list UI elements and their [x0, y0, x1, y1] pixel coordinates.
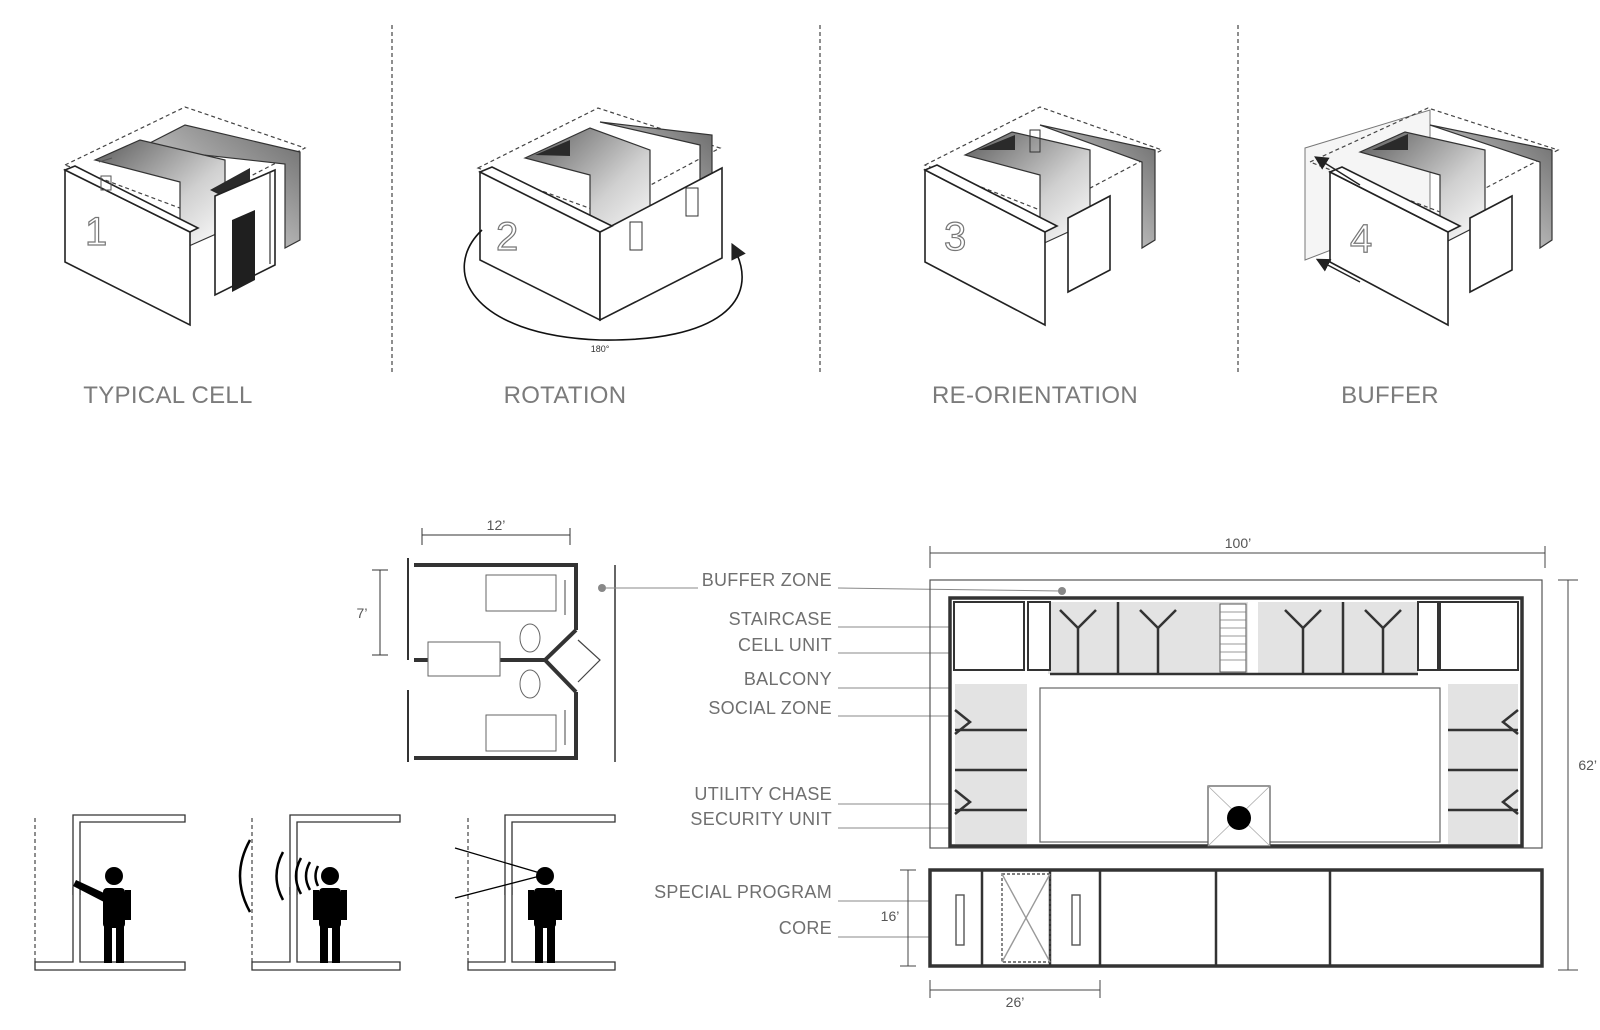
- core-width-label: 26’: [1006, 994, 1025, 1010]
- callout-security-unit: SECURITY UNIT: [690, 809, 832, 829]
- callout-staircase: STAIRCASE: [729, 609, 832, 629]
- study-reach: [34, 814, 186, 971]
- callout-buffer-zone: BUFFER ZONE: [702, 570, 832, 590]
- step-buffer: 4: [1304, 107, 1560, 327]
- callout-cell-unit: CELL UNIT: [738, 635, 832, 655]
- floor-width-label: 100’: [1225, 535, 1251, 551]
- slide-arrow-icon: [1314, 156, 1361, 186]
- step-title-re-orientation: RE-ORIENTATION: [932, 382, 1138, 409]
- study-sound: [238, 814, 401, 971]
- callout-balcony: BALCONY: [744, 669, 832, 689]
- step-title-typical-cell: TYPICAL CELL: [83, 382, 252, 409]
- person-sight-icon: [528, 867, 562, 963]
- step-re-orientation: 3: [923, 106, 1164, 327]
- rotation-arrow-icon: [463, 229, 746, 341]
- step-rotation: 2 180°: [463, 107, 746, 354]
- floor-depth-label: 62’: [1578, 757, 1597, 773]
- person-sound-icon: [313, 867, 347, 963]
- floor-plan: 100’ 62’: [881, 535, 1597, 1010]
- cell-plan: 12’ 7’: [357, 517, 616, 762]
- step-number-3: 3: [944, 215, 966, 259]
- step-number-1: 1: [85, 210, 107, 254]
- step-number-4: 4: [1350, 217, 1372, 261]
- callout-social-zone: SOCIAL ZONE: [708, 698, 832, 718]
- callout-list: BUFFER ZONE STAIRCASE CELL UNIT BALCONY …: [606, 570, 1274, 941]
- program-depth-label: 16’: [881, 908, 900, 924]
- study-sight: [454, 814, 616, 971]
- step-title-buffer: BUFFER: [1341, 382, 1439, 409]
- callout-special-program: SPECIAL PROGRAM: [654, 882, 832, 902]
- callout-utility-chase: UTILITY CHASE: [694, 784, 832, 804]
- step-title-rotation: ROTATION: [504, 382, 627, 409]
- person-reach-icon: [73, 867, 131, 963]
- sound-waves-icon: [238, 839, 320, 913]
- step-number-2: 2: [496, 215, 518, 259]
- slide-arrow-icon: [1315, 258, 1361, 283]
- rotation-angle-label: 180°: [591, 344, 610, 354]
- callout-core: CORE: [779, 918, 832, 938]
- cell-width-label: 12’: [487, 517, 506, 533]
- step-typical-cell: 1: [63, 106, 307, 327]
- cell-depth-label: 7’: [357, 605, 368, 621]
